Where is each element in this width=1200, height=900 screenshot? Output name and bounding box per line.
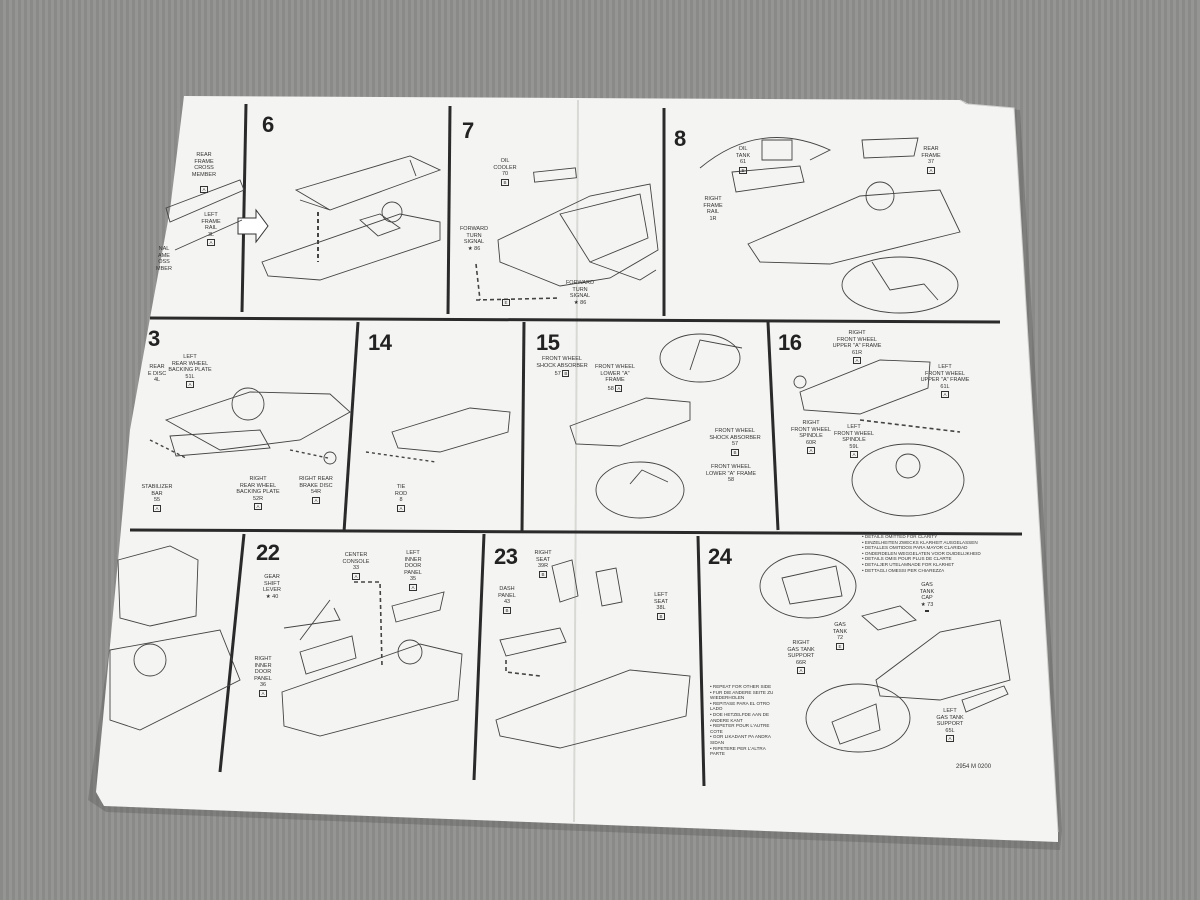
part-label-rear-frame-cross-member: REAR FRAME CROSS MEMBER A (191, 152, 217, 193)
panel-grid (129, 103, 1023, 787)
part-label-forward-turn-signal-left: FORWARD TURN SIGNAL ★ 86 (459, 226, 489, 252)
step-number-8: 8 (674, 126, 686, 151)
step-number-16: 16 (778, 330, 802, 355)
part-label-cut-off: NAL AME OSS MBER (156, 246, 172, 272)
step-number-13-partial: 3 (148, 326, 160, 351)
step-number-15: 15 (536, 330, 560, 355)
part-label-front-wheel-lower-a-frame: FRONT WHEEL LOWER "A" FRAME 58 (705, 464, 757, 483)
note-repeat-other-side: • REPEAT FOR OTHER SIDE • FUR DIE ANDERE… (710, 684, 774, 757)
step-number-6: 6 (262, 112, 274, 137)
step-number-24: 24 (708, 544, 732, 569)
step-number-23: 23 (494, 544, 518, 569)
part-illustrations (109, 137, 1011, 753)
part-label-gas-tank-cap: GAS TANK CAP ★ 73 (912, 582, 942, 615)
step-number-14: 14 (368, 330, 392, 355)
part-label-e-box: E (502, 299, 510, 306)
part-label-front-wheel-shock-absorber-top: FRONT WHEEL SHOCK ABSORBER 57 B (536, 356, 588, 377)
part-label-right-frame-rail: RIGHT FRAME RAIL 1R (703, 196, 723, 222)
document-code: 2954 M 0200 (956, 764, 992, 770)
paper (96, 96, 1058, 842)
part-label-forward-turn-signal-right: FORWARD TURN SIGNAL ★ 86 (565, 280, 595, 306)
part-label-front-wheel-lower-a-frame-top: FRONT WHEEL LOWER "A" FRAME 58 A (595, 364, 635, 392)
step-number-7: 7 (462, 118, 474, 143)
fold-line (573, 99, 579, 823)
step-number-22: 22 (256, 540, 280, 565)
note-details-omitted: • DETAILS OMITTED FOR CLARITY • EINZELHE… (862, 534, 981, 573)
part-label-left-rear-disc: REAR E DISC 4L (147, 364, 167, 383)
part-label-gear-shift-lever: GEAR SHIFT LEVER ★ 40 (262, 574, 282, 600)
